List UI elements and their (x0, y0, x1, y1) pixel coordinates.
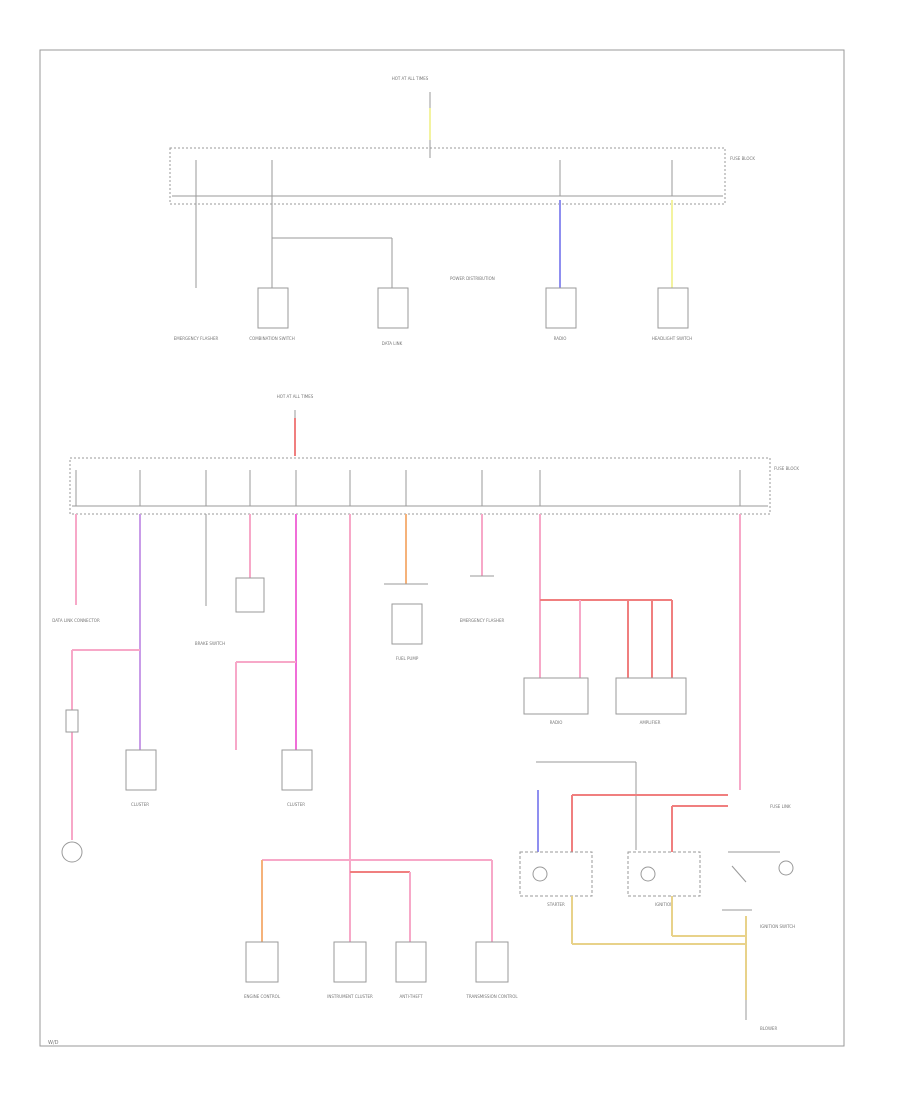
label-emergency-flasher-2: EMERGENCY FLASHER (460, 618, 505, 623)
middle-fuse-block (69, 457, 771, 515)
label-blower: BLOWER (760, 1026, 777, 1031)
component-engine-control (245, 941, 279, 983)
label-cluster-2: CLUSTER (287, 802, 305, 807)
component-diode (65, 709, 79, 733)
top-component-radio (545, 287, 577, 329)
component-instrument-cluster (333, 941, 367, 983)
top-fuse-block (169, 147, 726, 205)
middle-fuse-block-label: FUSE BLOCK (774, 466, 799, 471)
top-component-combination (257, 287, 289, 329)
label-starter: STARTER (547, 902, 565, 907)
label-cluster-1: CLUSTER (131, 802, 149, 807)
middle-source-label: HOT AT ALL TIMES (277, 394, 314, 399)
label-anti-theft: ANTI-THEFT (399, 994, 423, 999)
label-brake-switch: BRAKE SWITCH (195, 641, 225, 646)
component-fuse4 (235, 577, 265, 613)
component-cluster-1 (125, 749, 157, 791)
top-component-data-link (377, 287, 409, 329)
label-amplifier: AMPLIFIER (640, 720, 661, 725)
label-instrument-cluster: INSTRUMENT CLUSTER (327, 994, 373, 999)
component-trans-control (475, 941, 509, 983)
label-data-link: DATA LINK (382, 341, 403, 346)
footer-code: W/D (48, 1040, 59, 1046)
top-fuse-block-label: FUSE BLOCK (730, 156, 755, 161)
component-lamp (61, 841, 83, 863)
label-tcu-note: POWER DISTRIBUTION (450, 276, 495, 281)
label-radio: RADIO (554, 336, 567, 341)
component-starter-relay (519, 851, 593, 897)
diagram-frame (39, 49, 845, 1047)
label-headlight-switch: HEADLIGHT SWITCH (652, 336, 692, 341)
label-fuse-link: FUSE LINK (770, 804, 791, 809)
component-ignition-relay (627, 851, 701, 897)
component-radio (523, 677, 589, 715)
label-emergency-flasher-1: EMERGENCY FLASHER (174, 336, 219, 341)
label-data-link-connector: DATA LINK CONNECTOR (52, 618, 100, 623)
top-source-label: HOT AT ALL TIMES (392, 76, 429, 81)
label-ignition-switch: IGNITION SWITCH (760, 924, 795, 929)
label-combination-switch: COMBINATION SWITCH (249, 336, 294, 341)
component-cluster-2 (281, 749, 313, 791)
component-anti-theft (395, 941, 427, 983)
label-fuel-pump: FUEL PUMP (396, 656, 419, 661)
component-amplifier (615, 677, 687, 715)
label-ignition: IGNITION (655, 902, 673, 907)
label-radio-2: RADIO (550, 720, 563, 725)
label-trans-control: TRANSMISSION CONTROL (465, 994, 518, 999)
component-fuel-pump (391, 603, 423, 645)
top-component-headlight (657, 287, 689, 329)
label-engine-control: ENGINE CONTROL (244, 994, 281, 999)
